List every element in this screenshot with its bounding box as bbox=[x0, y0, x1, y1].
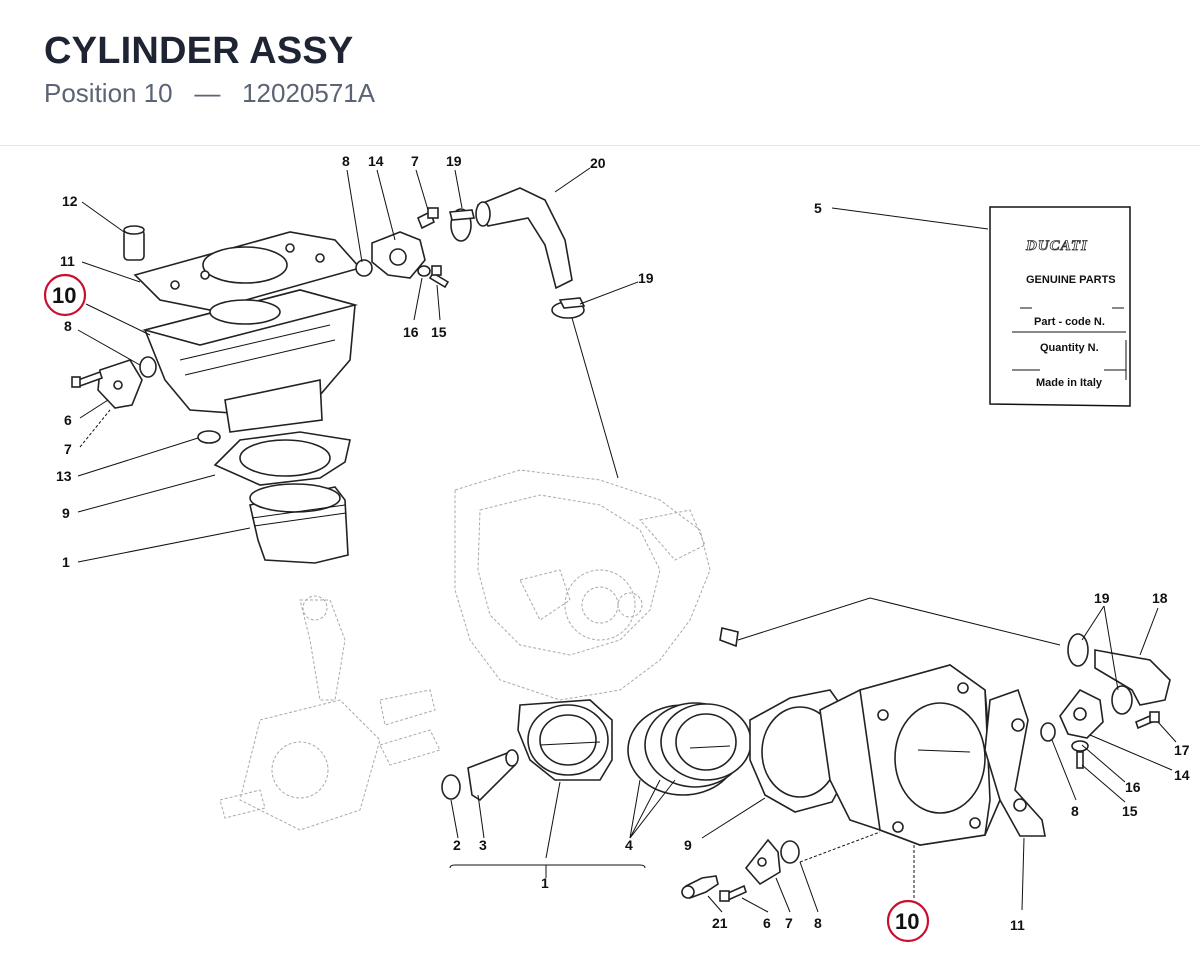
callout-bottom-6: 6 bbox=[763, 915, 771, 931]
callout-5: 5 bbox=[814, 200, 822, 216]
callout-top-7: 7 bbox=[411, 153, 419, 169]
bolt-right-part-17 bbox=[1135, 711, 1160, 730]
callout-bottom-8: 8 bbox=[814, 915, 822, 931]
water-outlet-part-14 bbox=[371, 231, 426, 279]
bolt-part-15 bbox=[428, 265, 450, 289]
o-ring-bottom-part-8 bbox=[780, 840, 800, 864]
hose-route-line-right bbox=[737, 597, 1061, 646]
page-header: CYLINDER ASSY Position 10 — 12020571A bbox=[0, 0, 1200, 146]
engine-case-ghost bbox=[454, 469, 711, 701]
bolt-bottom-part-6 bbox=[719, 884, 747, 902]
sensor-part-21 bbox=[681, 875, 719, 900]
base-gasket-part-9 bbox=[213, 431, 351, 486]
callout-left-7: 7 bbox=[64, 441, 72, 457]
callout-bottom-9: 9 bbox=[684, 837, 692, 853]
subtitle-position: Position 10 bbox=[44, 78, 173, 108]
card-part-code: Part - code N. bbox=[1034, 316, 1105, 328]
callout-15: 15 bbox=[431, 324, 447, 340]
piston-rings-part-4 bbox=[627, 702, 752, 796]
coolant-hose-part-20 bbox=[475, 187, 573, 290]
callout-11: 11 bbox=[60, 253, 75, 269]
callout-left-9: 9 bbox=[62, 505, 70, 521]
card-genuine-parts: GENUINE PARTS bbox=[1026, 274, 1116, 286]
clamp-mid-part-19 bbox=[551, 297, 586, 319]
exploded-parts-diagram: DUCATI GENUINE PARTS Part - code N. Quan… bbox=[43, 153, 1190, 943]
callout-right-16: 16 bbox=[1125, 779, 1141, 795]
flange-plate-left bbox=[97, 356, 157, 409]
wrist-pin-part-3 bbox=[467, 749, 519, 802]
subtitle-separator: — bbox=[194, 78, 221, 108]
o-ring-top-part-8 bbox=[355, 259, 373, 277]
callout-right-17: 17 bbox=[1174, 742, 1190, 758]
callout-top-19: 19 bbox=[446, 153, 462, 169]
bolt-top-part-7 bbox=[416, 207, 439, 230]
bolt-left-part-6 bbox=[71, 370, 104, 388]
callout-right-19: 19 bbox=[1094, 590, 1110, 606]
card-quantity: Quantity N. bbox=[1040, 342, 1099, 354]
piston-part-1 bbox=[249, 483, 349, 564]
callout-16: 16 bbox=[403, 324, 419, 340]
card-logo: DUCATI bbox=[1025, 238, 1088, 254]
page-title: CYLINDER ASSY bbox=[44, 30, 354, 72]
callout-bottom-4: 4 bbox=[625, 837, 633, 853]
callout-bottom-11: 11 bbox=[1010, 917, 1025, 933]
connector-right bbox=[719, 627, 739, 648]
o-ring-part-13 bbox=[197, 430, 221, 444]
flange-plate-right bbox=[744, 838, 781, 886]
callout-top-14: 14 bbox=[368, 153, 384, 169]
callout-left-13: 13 bbox=[56, 468, 72, 484]
card-made-in-italy: Made in Italy bbox=[1036, 377, 1103, 389]
callout-12: 12 bbox=[62, 193, 78, 209]
callout-right-14: 14 bbox=[1174, 767, 1190, 783]
callout-10-bottom: 10 bbox=[895, 909, 919, 934]
callout-bottom-7: 7 bbox=[785, 915, 793, 931]
callout-mid-19: 19 bbox=[638, 270, 654, 286]
washer-part-16 bbox=[417, 265, 431, 277]
head-gasket-part-11 bbox=[133, 231, 362, 311]
head-gasket-right-part-11 bbox=[984, 688, 1046, 837]
callout-bottom-3: 3 bbox=[479, 837, 487, 853]
clamp-right-lower-part-19 bbox=[1111, 685, 1133, 715]
circlip-part-2 bbox=[441, 774, 461, 800]
callout-labels: 8 14 7 19 20 12 11 10 5 8 6 7 13 9 1 16 … bbox=[52, 153, 1190, 934]
callout-bottom-2: 2 bbox=[453, 837, 461, 853]
cylinder-right-part-10 bbox=[819, 664, 1001, 846]
callout-right-8: 8 bbox=[1071, 803, 1079, 819]
callout-top-20: 20 bbox=[590, 155, 606, 171]
callout-right-15: 15 bbox=[1122, 803, 1138, 819]
leader-lines bbox=[77, 167, 1177, 913]
genuine-parts-card: DUCATI GENUINE PARTS Part - code N. Quan… bbox=[989, 206, 1131, 407]
callout-left-6: 6 bbox=[64, 412, 72, 428]
callout-bottom-1: 1 bbox=[541, 875, 549, 891]
hose-route-line-top bbox=[571, 317, 619, 479]
callout-right-18: 18 bbox=[1152, 590, 1168, 606]
o-ring-right-part-8 bbox=[1040, 722, 1056, 742]
clamp-right-upper-part-19 bbox=[1067, 633, 1089, 667]
callout-top-8: 8 bbox=[342, 153, 350, 169]
bolt-right-part-15 bbox=[1076, 751, 1084, 769]
page-subtitle: Position 10 — 12020571A bbox=[44, 78, 375, 109]
callout-bottom-21: 21 bbox=[712, 915, 728, 931]
water-outlet-right-part-14 bbox=[1059, 688, 1104, 739]
highlight-circle-bottom bbox=[886, 899, 930, 943]
callout-left-8: 8 bbox=[64, 318, 72, 334]
cylinder-part-10 bbox=[141, 289, 359, 433]
washer-right-part-16 bbox=[1071, 740, 1089, 752]
highlight-circle-top bbox=[43, 273, 87, 317]
callout-left-1: 1 bbox=[62, 554, 70, 570]
clamp-top-part-19 bbox=[448, 208, 476, 242]
dowel-part-12 bbox=[123, 225, 145, 261]
callout-10-top: 10 bbox=[52, 283, 76, 308]
subtitle-code: 12020571A bbox=[242, 78, 376, 108]
crankshaft-ghost bbox=[219, 595, 441, 831]
piston-bottom-part-1 bbox=[517, 699, 613, 781]
